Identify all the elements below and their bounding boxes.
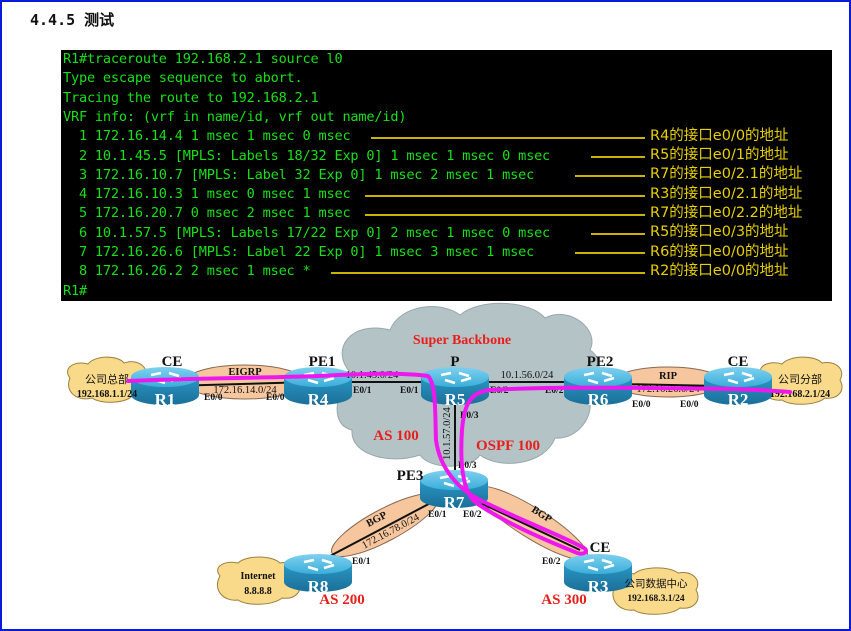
role-label: PE3 — [397, 468, 424, 484]
as200-label: AS 200 — [319, 592, 364, 608]
terminal-line: VRF info: (vrf in name/id, vrf out name/… — [63, 108, 407, 125]
interface-label: E0/1 — [428, 510, 447, 520]
terminal-line: 1 172.16.14.4 1 msec 1 msec 0 msec — [63, 128, 351, 145]
annotation-leader — [371, 137, 645, 139]
branch-ip: 192.168.2.1/24 — [770, 389, 830, 400]
router-label: R2 — [728, 390, 749, 409]
interface-label: E0/2 — [542, 557, 561, 567]
router-label: R3 — [588, 577, 609, 596]
backbone-title: Super Backbone — [413, 333, 511, 348]
annotation-leader — [591, 156, 645, 158]
interface-label: E0/0 — [632, 400, 651, 410]
hop-annotation: R3的接口e0/2.1的地址 — [650, 186, 803, 202]
interface-label: E0/0 — [204, 393, 223, 403]
router-label: R4 — [308, 390, 329, 409]
subnet-label: 10.1.56.0/24 — [501, 370, 555, 381]
interface-label: E0/3 — [458, 461, 477, 471]
role-label: CE — [162, 354, 183, 370]
terminal-line: R1# — [63, 282, 87, 299]
router-label: R1 — [155, 390, 176, 409]
terminal-line: 6 10.1.57.5 [MPLS: Labels 17/22 Exp 0] 2… — [63, 224, 551, 241]
terminal-line: 7 172.16.26.6 [MPLS: Label 22 Exp 0] 1 m… — [63, 244, 535, 260]
internet-name: Internet — [241, 571, 277, 582]
terminal-line: Tracing the route to 192.168.2.1 — [63, 89, 319, 106]
terminal-line: R1#traceroute 192.168.2.1 source l0 — [63, 51, 343, 67]
interface-label: E0/2 — [545, 386, 564, 396]
terminal-line: 2 10.1.45.5 [MPLS: Labels 18/32 Exp 0] 1… — [63, 147, 551, 164]
router-label: R8 — [308, 577, 329, 596]
terminal-output: R1#traceroute 192.168.2.1 source l0 Type… — [61, 50, 832, 301]
traceroute-path — [126, 371, 792, 556]
interface-label: E0/1 — [353, 386, 372, 396]
hop-annotation: R5的接口e0/3的地址 — [650, 224, 789, 240]
interface-label: E0/1 — [400, 386, 419, 396]
role-label: P — [450, 354, 459, 370]
interface-label: E0/1 — [352, 557, 371, 567]
role-label: PE1 — [309, 354, 336, 370]
hop-annotation: R5的接口e0/1的地址 — [650, 147, 789, 163]
hq-ip: 192.168.1.1/24 — [77, 389, 137, 400]
terminal-line: 3 172.16.10.7 [MPLS: Label 32 Exp 0] 1 m… — [63, 166, 535, 183]
eigrp-label: EIGRP — [228, 367, 262, 378]
terminal-line: 4 172.16.10.3 1 msec 0 msec 1 msec — [63, 186, 351, 203]
as100-label: AS 100 — [373, 428, 418, 444]
dc-cloud — [612, 567, 699, 615]
terminal-line: 8 172.16.26.2 2 msec 1 msec * — [63, 263, 311, 280]
ospf-label: OSPF 100 — [476, 438, 540, 454]
rip-label: RIP — [659, 371, 678, 382]
branch-name: 公司分部 — [778, 372, 822, 386]
interface-label: E0/2 — [463, 510, 482, 520]
hq-name: 公司总部 — [85, 372, 129, 386]
interface-label: E0/0 — [680, 400, 699, 410]
interface-label: E0/0 — [266, 393, 285, 403]
annotation-leader — [365, 214, 645, 216]
router-label: R5 — [445, 390, 466, 409]
internet-ip: 8.8.8.8 — [244, 586, 272, 597]
router-label: R6 — [588, 390, 609, 409]
hop-annotation: R7的接口e0/2.1的地址 — [650, 166, 803, 182]
annotation-leader — [575, 175, 645, 177]
network-topology-diagram: R1 R4 R5 R6 R2 R7 R8 R3 CE PE1 P PE2 CE … — [67, 302, 843, 615]
annotation-leader — [591, 233, 645, 235]
hop-annotation: R4的接口e0/0的地址 — [650, 128, 789, 144]
dc-ip: 192.168.3.1/24 — [627, 594, 685, 604]
hop-annotation: R7的接口e0/2.2的地址 — [650, 205, 803, 221]
annotation-leader — [331, 272, 645, 274]
interface-label: E0/3 — [460, 411, 479, 421]
role-label: PE2 — [587, 354, 614, 370]
subnet-label: 10.1.57.0/24 — [442, 406, 453, 460]
role-label: CE — [728, 354, 749, 370]
annotation-leader — [365, 195, 645, 197]
annotation-leader — [575, 252, 645, 254]
hop-annotation: R6的接口e0/0的地址 — [650, 244, 789, 260]
as300-label: AS 300 — [541, 592, 586, 608]
terminal-line: 5 172.16.20.7 0 msec 2 msec 1 msec — [63, 205, 351, 222]
subnet-label: 172.16.14.0/24 — [213, 385, 277, 396]
router-label: R7 — [444, 493, 465, 512]
dc-name: 公司数据中心 — [625, 577, 688, 590]
role-label: CE — [590, 540, 611, 556]
hop-annotation: R2的接口e0/0的地址 — [650, 263, 789, 279]
section-heading: 4.4.5 测试 — [30, 11, 115, 29]
terminal-line: Type escape sequence to abort. — [63, 70, 303, 87]
